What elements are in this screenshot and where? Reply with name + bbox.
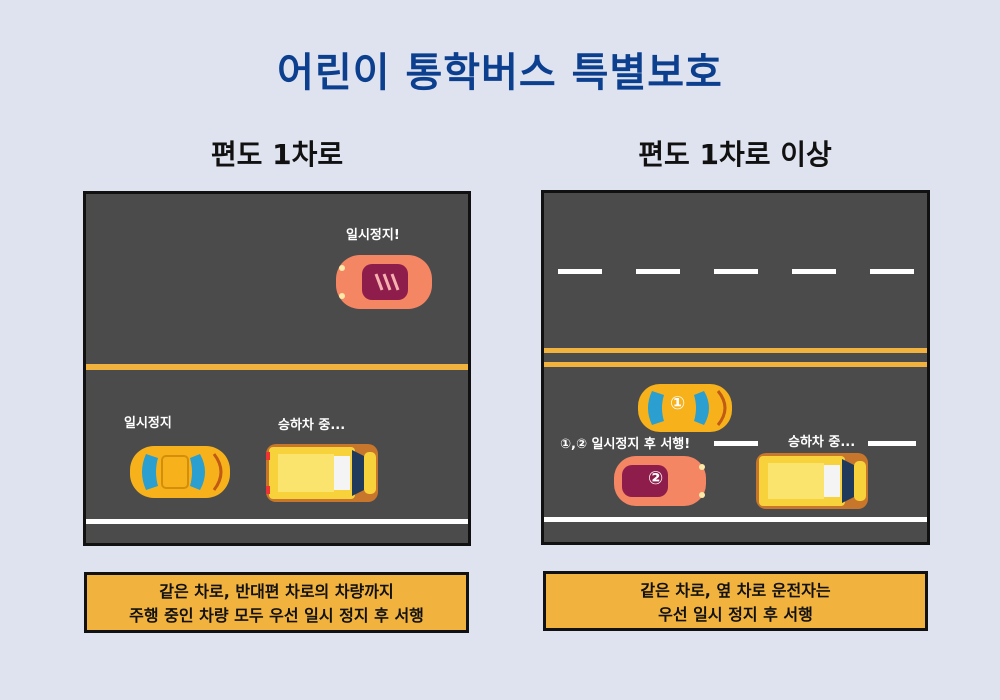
school-bus-icon xyxy=(756,453,868,509)
car-1-marker: ① xyxy=(670,393,686,414)
edge-line xyxy=(544,517,927,522)
left-road-diagram: 일시정지! 일시정지 승하차 중... xyxy=(83,191,471,546)
left-caption-line-1: 같은 차로, 반대편 차로의 차량까지 xyxy=(159,582,394,601)
left-heading: 편도 1차로 xyxy=(210,138,344,171)
lane-line-top xyxy=(544,269,927,274)
boarding-label: 승하차 중... xyxy=(278,418,346,433)
right-caption-line-2: 우선 일시 정지 후 서행 xyxy=(658,605,813,624)
right-heading: 편도 1차로 이상 xyxy=(638,138,832,171)
stop-then-slow-label: ①,② 일시정지 후 서행! xyxy=(560,437,691,452)
edge-line xyxy=(86,519,468,524)
center-line-1 xyxy=(544,348,927,353)
left-caption: 같은 차로, 반대편 차로의 차량까지 주행 중인 차량 모두 우선 일시 정지… xyxy=(84,572,469,633)
right-caption: 같은 차로, 옆 차로 운전자는 우선 일시 정지 후 서행 xyxy=(543,571,928,631)
car-2-icon xyxy=(614,456,706,506)
page-title: 어린이 통학버스 특별보호 xyxy=(277,50,723,96)
school-bus-icon xyxy=(266,444,378,502)
oncoming-car-icon xyxy=(336,255,432,309)
right-road-diagram: ① ①,② 일시정지 후 서행! 승하차 중... ② xyxy=(541,190,930,545)
stop-exclaim-label: 일시정지! xyxy=(346,228,400,243)
car-2-marker: ② xyxy=(648,468,664,489)
stop-label: 일시정지 xyxy=(124,416,172,431)
boarding-label: 승하차 중... xyxy=(788,435,856,450)
car-1-icon xyxy=(638,384,732,432)
center-line xyxy=(86,364,468,370)
following-car-icon xyxy=(130,446,230,498)
right-caption-line-1: 같은 차로, 옆 차로 운전자는 xyxy=(640,581,831,600)
lane-line-bottom xyxy=(544,441,927,446)
left-caption-line-2: 주행 중인 차량 모두 우선 일시 정지 후 서행 xyxy=(129,606,424,625)
center-line-2 xyxy=(544,362,927,367)
